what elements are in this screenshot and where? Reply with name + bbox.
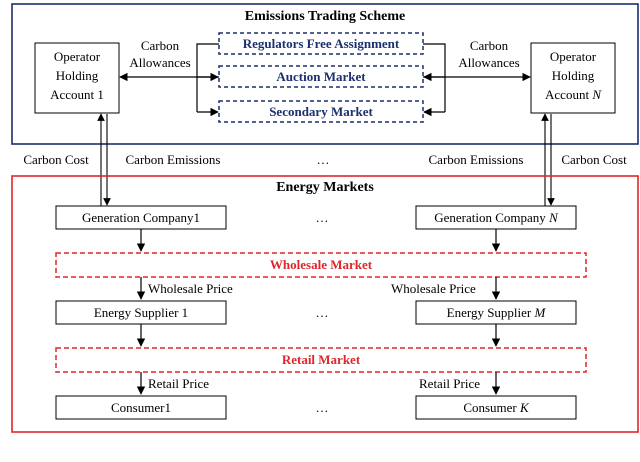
free-assignment-box [218, 32, 424, 55]
operator-account-1-line2: Holding [56, 68, 99, 83]
left-bracket-line [196, 43, 219, 112]
secondary-market-label: Secondary Market [269, 104, 373, 119]
carbon-cost-label-right: Carbon Cost [561, 152, 627, 167]
consumer-1-box [55, 395, 227, 420]
carbon-emissions-label-left: Carbon Emissions [126, 152, 221, 167]
ets-title: Emissions Trading Scheme [245, 9, 406, 24]
wholesale-market-label: Wholesale Market [270, 257, 373, 272]
ets-region-frame [11, 3, 639, 145]
retail-price-label-right: Retail Price [419, 376, 480, 391]
energy-region-frame [11, 175, 639, 433]
retail-market-label: Retail Market [282, 352, 361, 367]
energy-supplier-m-label: Energy Supplier M [447, 305, 547, 320]
retail-market-box [55, 347, 587, 373]
carbon-emissions-label-right: Carbon Emissions [429, 152, 524, 167]
allowances-left-line2: Allowances [129, 55, 190, 70]
consumer-1-label: Consumer1 [111, 400, 171, 415]
energy-supplier-1-label: Energy Supplier 1 [94, 305, 188, 320]
allowances-right-line2: Allowances [458, 55, 519, 70]
consumer-k-label: Consumer K [463, 400, 530, 415]
wholesale-price-label-left: Wholesale Price [148, 281, 233, 296]
operator-account-n-line2: Holding [552, 68, 595, 83]
generation-company-n-label: Generation Company N [434, 210, 559, 225]
operator-account-1-line1: Operator [54, 49, 101, 64]
allowances-right-line1: Carbon [470, 38, 509, 53]
secondary-market-box [218, 100, 424, 123]
retail-price-label-left: Retail Price [148, 376, 209, 391]
generation-company-1-label: Generation Company1 [82, 210, 200, 225]
generation-ellipsis: … [316, 210, 329, 225]
wholesale-market-box [55, 252, 587, 278]
wholesale-price-label-right: Wholesale Price [391, 281, 476, 296]
allowances-left-line1: Carbon [141, 38, 180, 53]
carbon-cost-label-left: Carbon Cost [23, 152, 89, 167]
operator-account-n-line1: Operator [550, 49, 597, 64]
auction-market-box [218, 65, 424, 88]
operator-account-1-box [34, 42, 120, 114]
operator-account-1-line3: Account 1 [50, 87, 104, 102]
free-assignment-label: Regulators Free Assignment [243, 36, 400, 51]
energy-title: Energy Markets [276, 180, 374, 195]
right-bracket-line [423, 43, 446, 112]
auction-market-label: Auction Market [276, 69, 366, 84]
supplier-ellipsis: … [316, 305, 329, 320]
operator-account-n-line3: Account N [545, 87, 602, 102]
flows-ellipsis: … [317, 152, 330, 167]
operator-account-n-box [530, 42, 616, 114]
consumer-ellipsis: … [316, 400, 329, 415]
consumer-k-box [415, 395, 577, 420]
